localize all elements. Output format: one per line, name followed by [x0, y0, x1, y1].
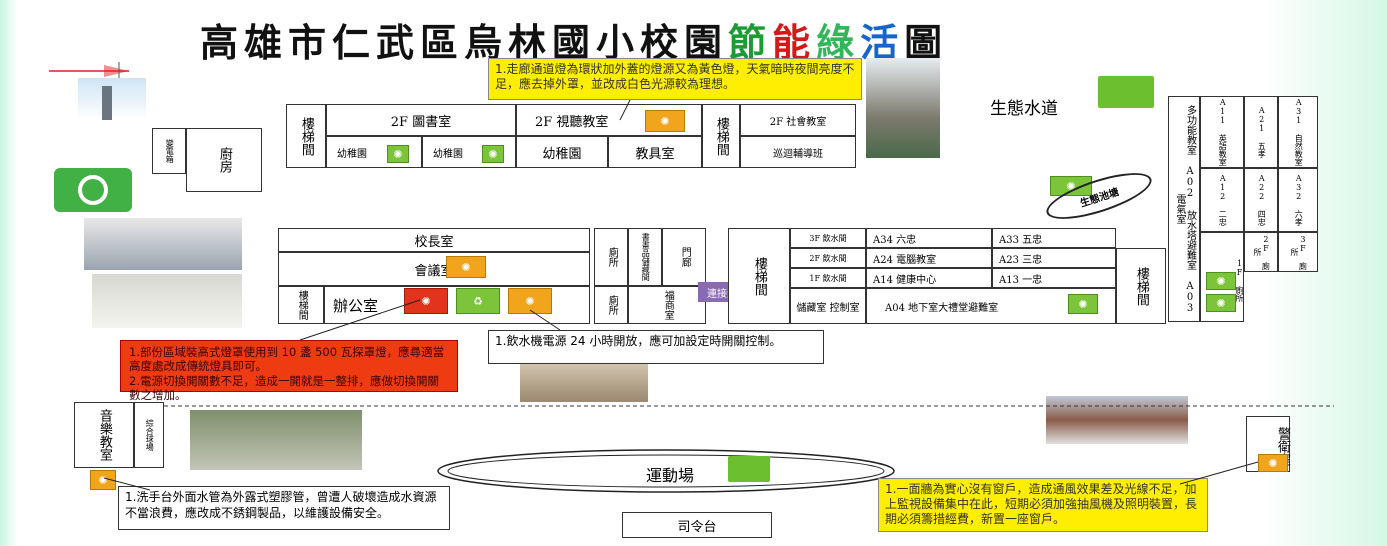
- photo-ceiling-lamp: [92, 274, 242, 328]
- room-kitchen: 廚房: [186, 128, 262, 192]
- room-a33: A33 五忠: [992, 228, 1116, 248]
- room-a11: A11 英語教室: [1200, 96, 1244, 168]
- recycle-icon: [54, 168, 132, 212]
- label-playground: 運動場: [646, 466, 695, 485]
- room-library: 2F 圖書室: [326, 104, 516, 136]
- dashed-boundary: [164, 405, 1334, 407]
- room-a24: A24 電腦教室: [866, 248, 992, 268]
- note-corridor-light: 1.走廊通道燈為環狀加外蓋的燈源又為黃色燈，天氣暗時夜間亮度不足，應去掉外罩，並…: [488, 58, 862, 100]
- note-guard-room: 1.一面牆為實心沒有窗戶，造成通風效果差及光線不足，加上監視設備集中在此，短期必…: [878, 478, 1208, 532]
- room-office-label: 辦公室: [333, 296, 379, 315]
- room-a04: A04 地下室大禮堂避難室: [866, 288, 1116, 324]
- title-neng: 能: [772, 21, 817, 65]
- title-lu: 綠: [816, 21, 861, 65]
- room-coop: 福商室: [628, 286, 706, 324]
- room-toilet-1f-label: 1F 廁所: [1235, 258, 1244, 302]
- photo-office-interior: [84, 218, 242, 270]
- room-kinder-3: 幼稚園: [516, 136, 608, 168]
- room-gate: 門廊: [662, 228, 706, 286]
- label-eco-waterway: 生態水道: [990, 99, 1058, 119]
- room-water-2f: 2F 飲水間: [790, 248, 866, 268]
- compass-icon: [49, 62, 129, 80]
- page-title: 高雄市仁武區烏林國小校園節能綠活圖: [200, 12, 1200, 65]
- room-water-1f: 1F 飲水間: [790, 268, 866, 288]
- room-storage-books: 書畫品儲藏間: [628, 228, 662, 286]
- room-storage-control: 儲藏室 控制室: [790, 288, 866, 324]
- room-sports-court: 綜合球場: [134, 402, 164, 468]
- room-a14: A14 健康中心: [866, 268, 992, 288]
- room-a23: A23 三忠: [992, 248, 1116, 268]
- room-stair-4: 樓梯間: [728, 228, 790, 324]
- photo-water-machine: [520, 362, 648, 402]
- room-toilet-3f: 3F 廁所: [1278, 232, 1318, 272]
- tree-icon-waterway: [1098, 76, 1154, 108]
- note-faucet: 1.洗手台外面水管為外露式塑膠管，曾遭人破壞造成水資源不當浪費，應改成不銹鋼製品…: [118, 486, 450, 530]
- room-meeting-label: 會議室: [414, 263, 454, 279]
- photo-corridor: [866, 58, 940, 158]
- lamp-icon-kinder-1: ✺: [387, 145, 409, 163]
- room-kinder-2-label: 幼稚園: [433, 148, 463, 160]
- lamp-icon-av: ✺: [645, 110, 685, 132]
- room-toilet-2f: 2F 廁所: [1244, 232, 1278, 272]
- lamp-icon-waterway: ✺: [1050, 176, 1092, 196]
- lamp-icon-guard: ✺: [1258, 454, 1288, 472]
- playground-track: [437, 449, 895, 493]
- room-social: 2F 社會教室: [740, 104, 856, 136]
- title-huo: 活: [860, 21, 905, 65]
- room-a31: A31 自然教室: [1278, 96, 1318, 168]
- photo-tower: [78, 78, 146, 120]
- room-a13: A13 一忠: [992, 268, 1116, 288]
- note-water-machine: 1.飲水機電源 24 小時開放，應可加設定時開關控制。: [488, 330, 824, 364]
- photo-guard-room: [1046, 396, 1188, 444]
- room-principal: 校長室: [278, 228, 590, 252]
- room-podium: 司令台: [622, 512, 772, 538]
- room-transformer: 變電箱: [152, 128, 186, 174]
- lamp-icon-office-red: ✺: [404, 288, 448, 314]
- title-tu: 圖: [904, 21, 949, 65]
- lamp-icon-music: ✺: [90, 470, 116, 490]
- lamp-icon-office-orange: ✺: [508, 288, 552, 314]
- room-a12: A12 二忠: [1200, 168, 1244, 232]
- room-a22: A22 四忠: [1244, 168, 1278, 232]
- room-toilet-2: 廁所: [594, 286, 628, 324]
- note-office-lighting: 1.部份區域裝高式燈罩使用到 10 盞 500 瓦探罩燈，應尋適當高度處改成傳統…: [120, 340, 458, 402]
- tree-icon-playground: [728, 456, 770, 482]
- recycle-icon-office: ♻: [456, 288, 500, 314]
- lamp-icon-a04: ✺: [1068, 294, 1098, 314]
- title-jie: 節: [728, 21, 773, 65]
- photo-faucet: [190, 410, 362, 470]
- room-a04-label: A04 地下室大禮堂避難室: [885, 302, 999, 314]
- room-a32: A32 六孝: [1278, 168, 1318, 232]
- room-stair-3: 樓梯間: [278, 286, 324, 324]
- room-toilet-1: 廁所: [594, 228, 628, 286]
- room-teaching-aids: 教具室: [608, 136, 702, 168]
- room-stair-2: 樓梯間: [702, 104, 740, 168]
- label-eco-pond: 生態池塘: [1041, 163, 1157, 229]
- room-kinder-1-label: 幼稚園: [337, 148, 367, 160]
- room-music: 音樂教室: [74, 402, 134, 468]
- lamp-icon-meeting: ✺: [446, 256, 486, 278]
- room-av-label: 2F 視聽教室: [535, 114, 609, 130]
- left-green-border: [0, 0, 18, 546]
- lamp-icon-toilet-1f-b: ✺: [1206, 294, 1236, 312]
- room-meeting: 會議室: [278, 252, 590, 286]
- lamp-icon-kinder-2: ✺: [482, 145, 504, 163]
- lamp-icon-toilet-1f-a: ✺: [1206, 272, 1236, 290]
- room-tutoring: 巡迴輔導班: [740, 136, 856, 168]
- room-multi-purpose: 多功能教室 A02 放水塔避難室 A03 電氣室: [1168, 96, 1200, 322]
- room-a34: A34 六忠: [866, 228, 992, 248]
- title-main: 高雄市仁武區烏林國小校園: [200, 21, 729, 65]
- room-stair-5: 樓梯間: [1116, 248, 1166, 324]
- room-a21: A21 五孝: [1244, 96, 1278, 168]
- room-stair-1: 樓梯間: [286, 104, 326, 168]
- room-water-3f: 3F 飲水間: [790, 228, 866, 248]
